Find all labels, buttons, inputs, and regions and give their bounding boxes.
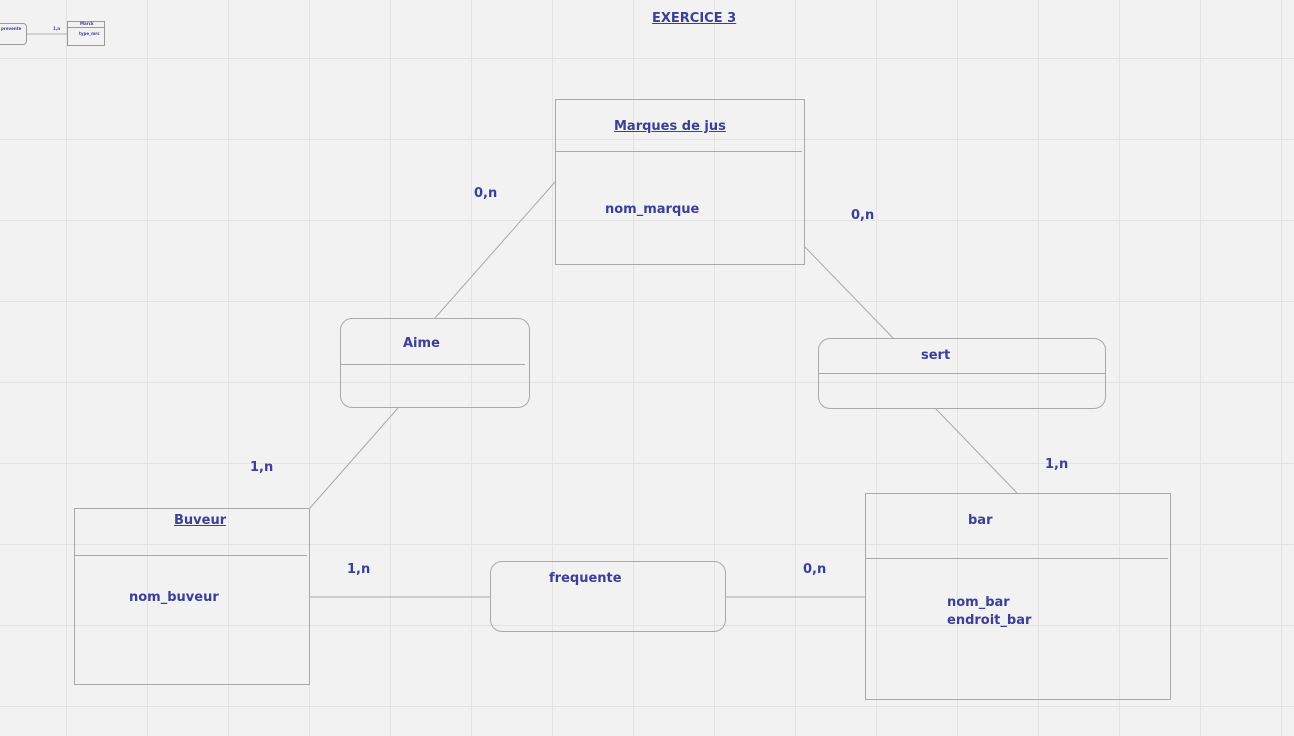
link-sert-bar — [934, 407, 1018, 494]
entity-marques-divider — [556, 151, 802, 152]
entity-marques[interactable] — [555, 99, 805, 265]
entity-bar-title: bar — [968, 513, 993, 528]
cardinality-aime-marques: 0,n — [474, 186, 498, 201]
entity-bar-attribute-2: endroit_bar — [947, 613, 1032, 628]
entity-bar[interactable] — [865, 493, 1171, 700]
minimap-entity — [67, 21, 105, 46]
entity-buveur-title: Buveur — [174, 513, 227, 528]
entity-bar-divider — [866, 558, 1168, 559]
association-frequente-label: frequente — [549, 571, 622, 586]
association-aime-label: Aime — [403, 336, 440, 351]
entity-bar-attribute-1: nom_bar — [947, 595, 1010, 610]
minimap-entity-attr: type_mrc — [79, 31, 100, 36]
cardinality-sert-bar: 1,n — [1045, 457, 1069, 472]
entity-buveur-attribute: nom_buveur — [129, 590, 219, 605]
minimap-left-node — [0, 23, 27, 45]
association-frequente[interactable] — [490, 561, 726, 632]
page-title: EXERCICE 3 — [652, 11, 737, 26]
minimap-left-label: prevente — [1, 26, 22, 31]
cardinality-frequente-buveur: 1,n — [347, 562, 371, 577]
entity-buveur[interactable] — [74, 508, 310, 685]
entity-buveur-divider — [75, 555, 307, 556]
association-sert-divider — [819, 373, 1105, 374]
entity-marques-attribute: nom_marque — [605, 202, 700, 217]
cardinality-frequente-bar: 0,n — [803, 562, 827, 577]
association-sert-label: sert — [921, 348, 951, 363]
minimap-entity-title: Marck — [80, 21, 94, 26]
link-sert-marques — [804, 246, 894, 339]
association-sert[interactable] — [818, 338, 1106, 409]
entity-marques-title: Marques de jus — [614, 119, 726, 134]
link-aime-marques — [434, 181, 556, 319]
cardinality-aime-buveur: 1,n — [250, 460, 274, 475]
minimap-cardinality: 1,n — [53, 26, 61, 31]
cardinality-sert-marques: 0,n — [851, 208, 875, 223]
association-aime-divider — [341, 364, 525, 365]
association-aime[interactable] — [340, 318, 530, 408]
link-aime-buveur — [309, 407, 399, 509]
minimap-entity-divider — [68, 27, 104, 28]
